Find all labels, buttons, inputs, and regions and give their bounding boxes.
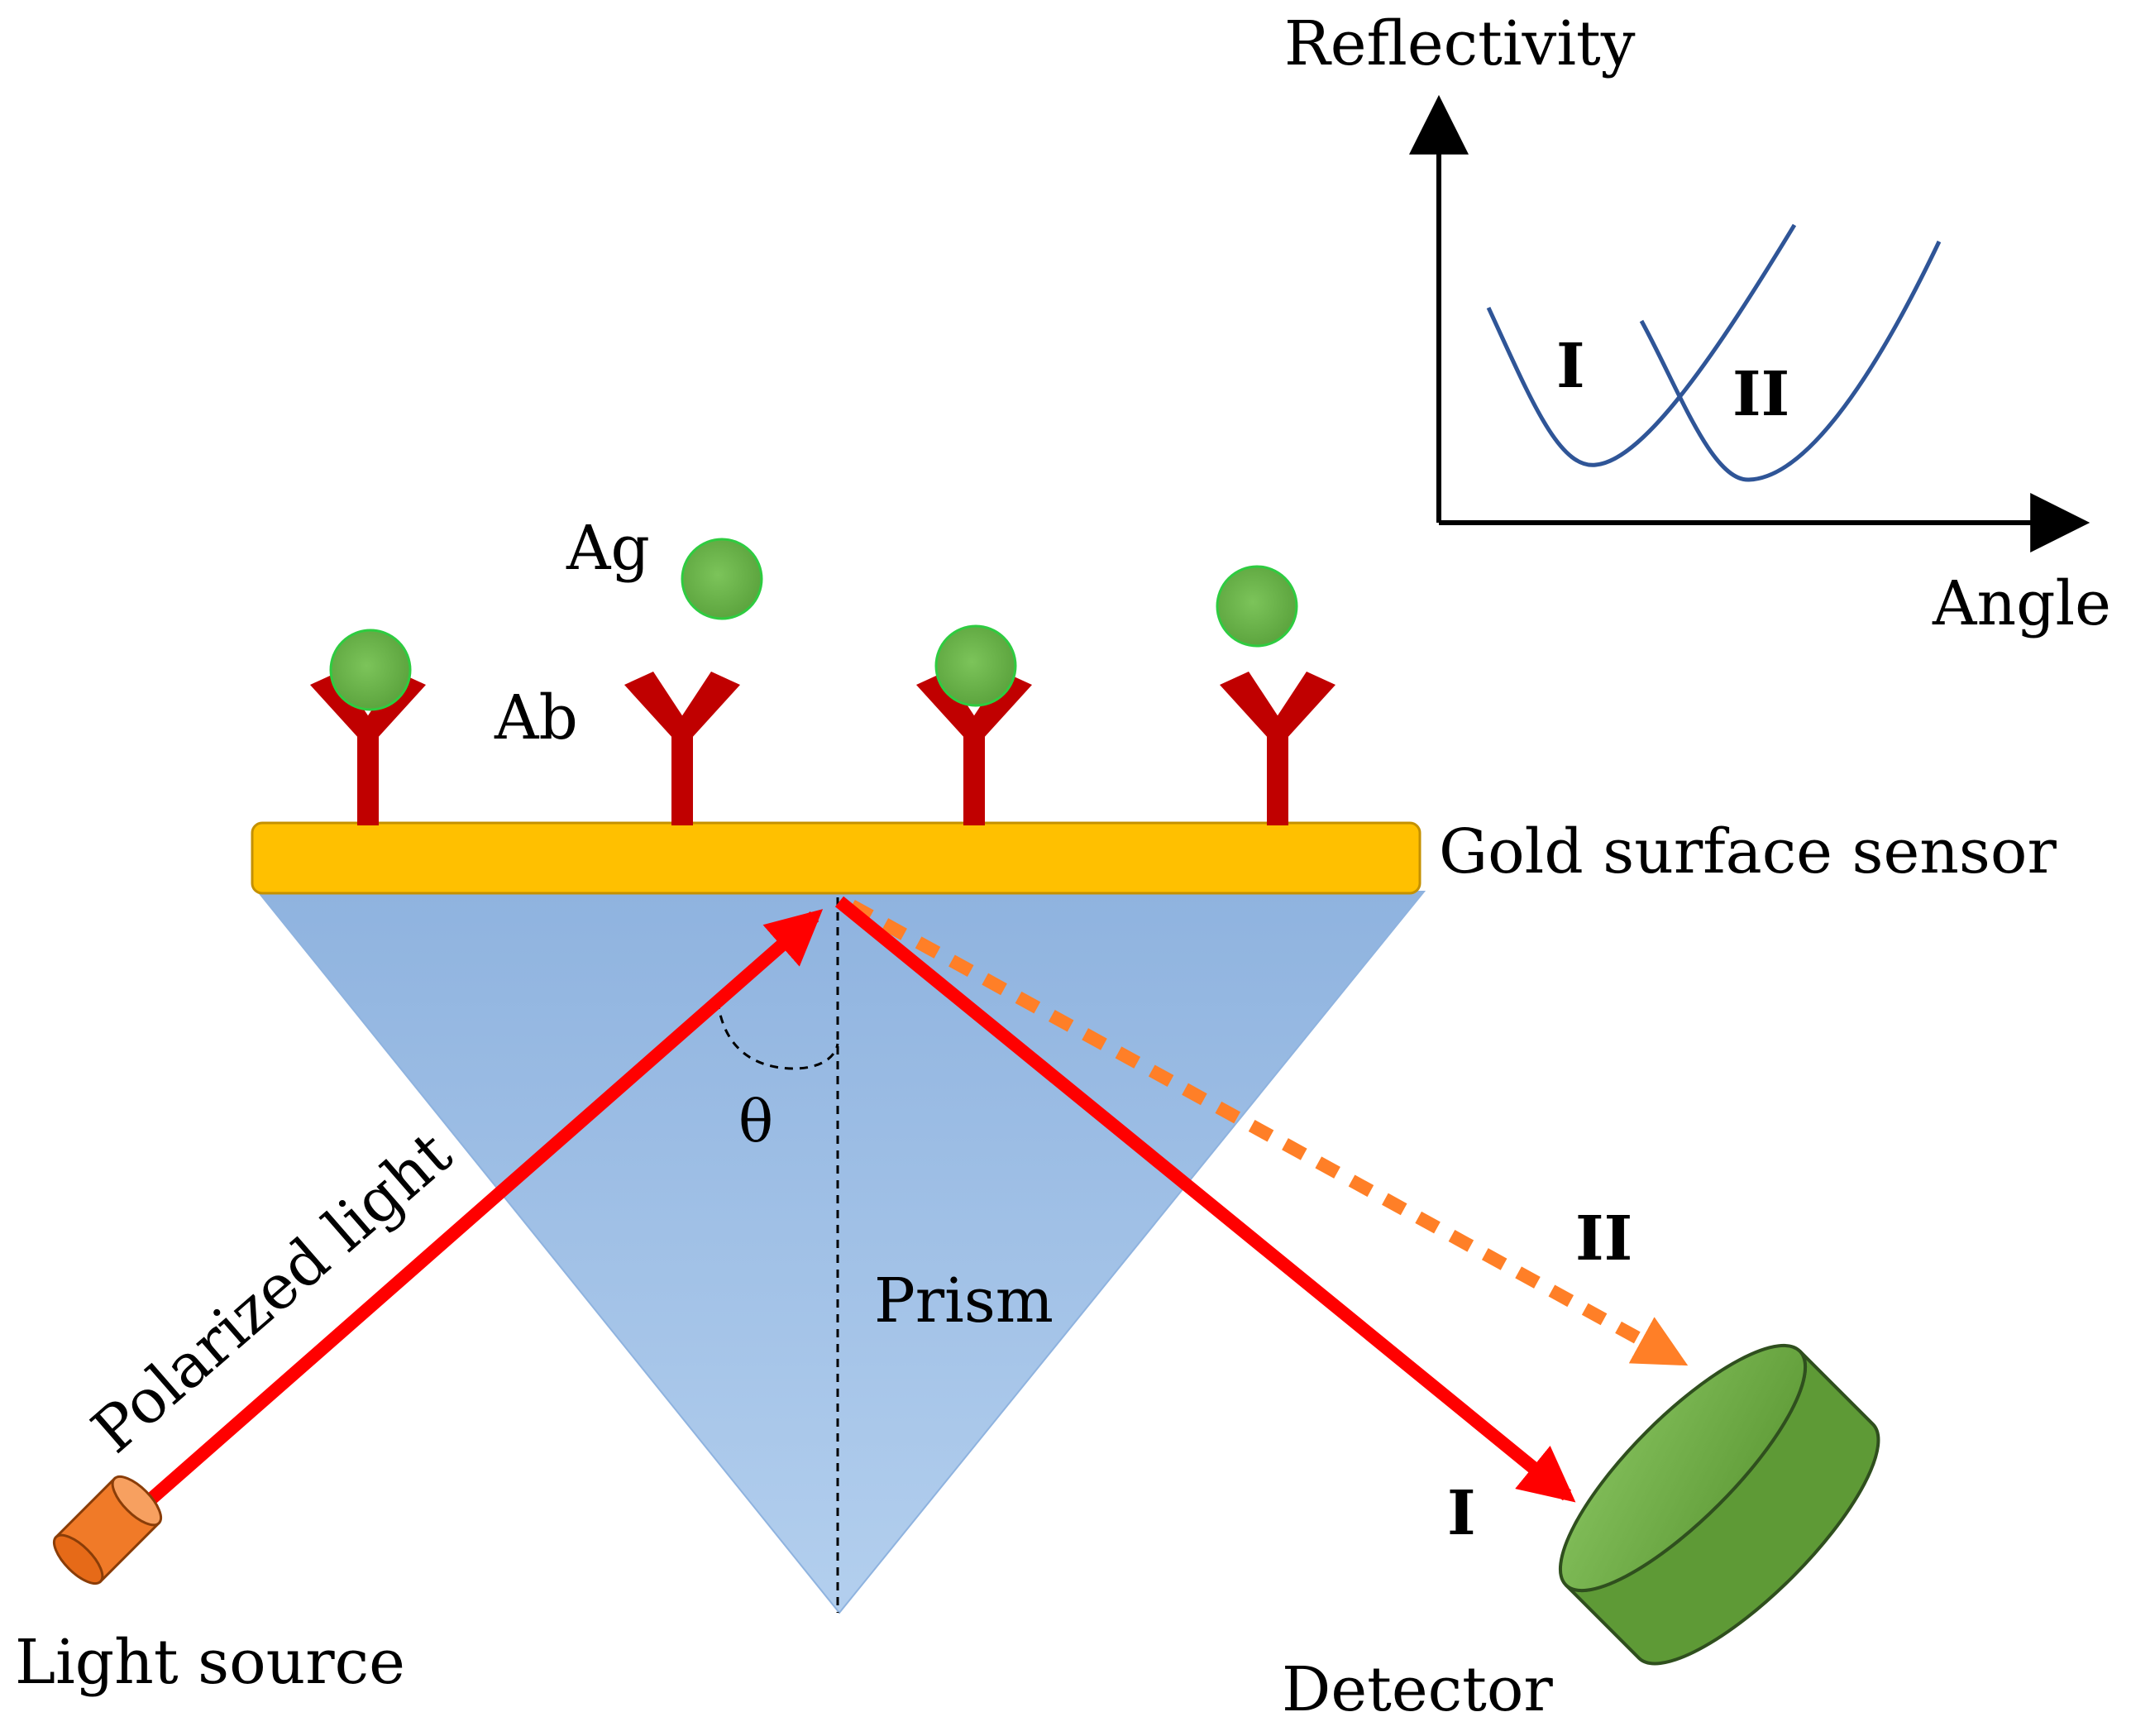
y-axis-label: Reflectivity [1284,8,1636,79]
antigen-1 [329,629,412,711]
curve-two [1639,240,1942,482]
incident-beam [144,909,824,1507]
light-source-label: Light source [15,1627,405,1698]
gold-surface-label: Gold surface sensor [1439,816,2057,887]
curve-one-label: I [1556,331,1585,402]
reflected-beam-i [834,896,1576,1503]
detector-label: Detector [1282,1654,1553,1725]
ab-label: Ab [494,682,578,753]
curve-one [1486,223,1797,467]
antigen-4 [1216,565,1298,648]
reflected-beam-ii [848,899,1689,1367]
reflectivity-plot: Reflectivity Angle I II [1284,8,2111,639]
antibody-1 [310,672,426,825]
prism-label: Prism [874,1265,1054,1337]
angle-arc [716,1000,839,1070]
antibody-2 [624,672,740,825]
x-axis-label: Angle [1932,568,2111,639]
ag-label: Ag [566,513,650,584]
antigen-2 [681,538,763,620]
detector-cylinder-icon [1558,1343,1880,1666]
light-source-cylinder-icon [52,1475,163,1585]
antibody-3 [916,672,1032,825]
antigen-3 [934,624,1017,707]
beam-one-label: I [1447,1478,1476,1549]
theta-label: θ [738,1088,773,1155]
polarized-light-label: Polarized light [79,1118,465,1467]
curve-two-label: II [1732,359,1789,430]
beam-two-label: II [1575,1203,1632,1275]
gold-surface [251,821,1421,895]
antibody-4 [1220,672,1335,825]
